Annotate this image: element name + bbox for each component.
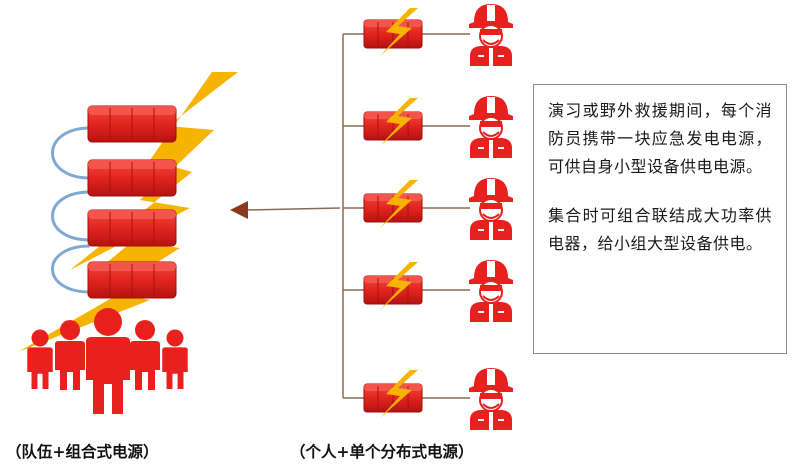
arrow-left-icon [230,201,341,219]
cable [51,190,91,242]
firefighter-icon [468,367,514,431]
individual-unit [363,177,514,241]
description-box: 演习或野外救援期间，每个消防员携带一块应急发电电源，可供自身小型设备供电电源。 … [533,84,787,354]
individual-unit [363,367,514,431]
caption-team-combined: （队伍+组合式电源） [6,442,159,461]
combined-stack [18,72,238,352]
description-paragraph-individual: 演习或野外救援期间，每个消防员携带一块应急发电电源，可供自身小型设备供电电源。 [548,101,772,176]
description-paragraph-combined: 集合时可组合联结成大功率供电器，给小组大型设备供电。 [548,206,772,253]
battery-icon [87,209,177,247]
cable [51,244,91,294]
distribution-lines [342,33,470,399]
cable [51,126,91,180]
team-icon [27,308,188,414]
battery-icon [87,159,177,197]
paragraph-gap [548,181,772,202]
individual-unit [363,95,514,159]
individual-unit [363,3,514,67]
battery-icon [87,261,177,299]
caption-individual-distributed: （个人+单个分布式电源） [290,442,474,461]
individual-unit [363,259,514,323]
firefighter-icon [468,95,514,159]
lightning-bolt-icon [18,214,180,352]
firefighter-icon [468,177,514,241]
firefighter-icon [468,259,514,323]
battery-icon [87,105,177,143]
firefighter-icon [468,3,514,67]
